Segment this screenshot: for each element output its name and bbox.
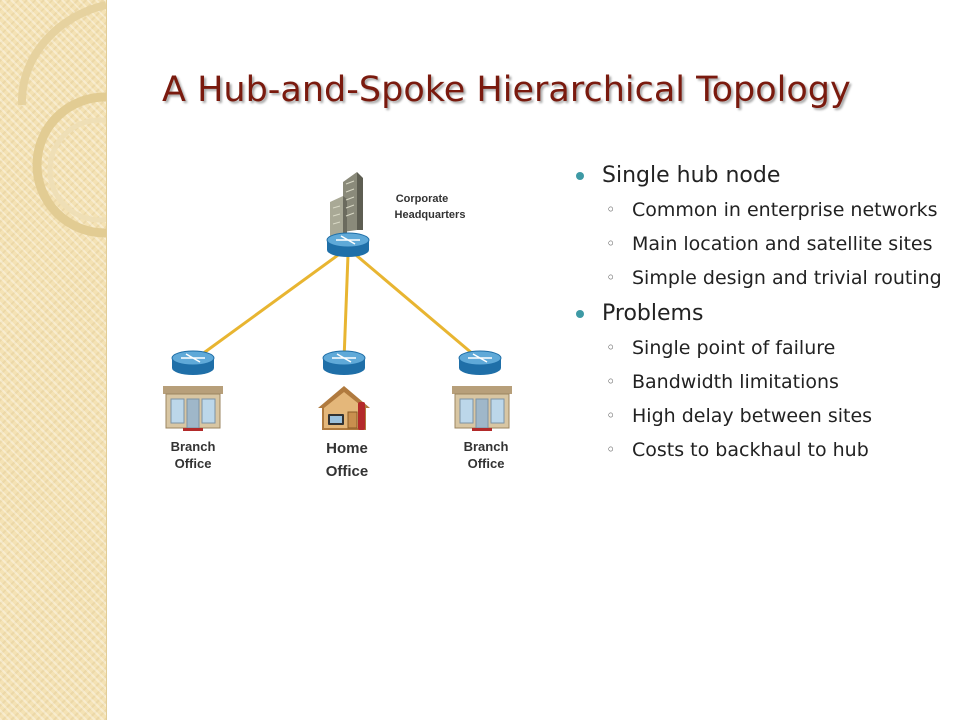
sub-bullet: Costs to backhaul to hub xyxy=(572,438,952,462)
branch-right-storefront-icon xyxy=(452,386,512,431)
hub-label-line1: Corporate xyxy=(396,193,449,205)
home-office-label-line2: Office xyxy=(326,463,369,480)
branch-left-router-icon xyxy=(171,350,215,375)
hub-label-line2: Headquarters xyxy=(395,209,466,221)
sub-bullet: Common in enterprise networks xyxy=(572,198,952,222)
branch-right-router-icon xyxy=(458,350,502,375)
sub-bullet: Main location and satellite sites xyxy=(572,232,952,256)
home-office-label-line1: Home xyxy=(326,440,368,457)
home-router-icon xyxy=(322,350,366,375)
network-links xyxy=(192,248,482,362)
branch-left-label-line2: Office xyxy=(175,456,212,471)
decorative-sidebar xyxy=(0,0,107,720)
office-tower-icon xyxy=(330,172,363,236)
sub-bullet: High delay between sites xyxy=(572,404,952,428)
branch-right-label-line1: Branch xyxy=(464,439,509,454)
sub-bullet: Simple design and trivial routing xyxy=(572,266,952,290)
link-hub-to-branch-right xyxy=(348,248,482,362)
bullet-list: Single hub node Common in enterprise net… xyxy=(572,162,952,472)
sub-bullet: Bandwidth limitations xyxy=(572,370,952,394)
bullet-single-hub: Single hub node xyxy=(572,162,952,190)
link-hub-to-home-office xyxy=(342,253,350,362)
link-hub-to-branch-left xyxy=(192,248,347,362)
bullet-problems: Problems xyxy=(572,300,952,328)
swirl-decoration-icon xyxy=(17,1,106,238)
slide-title: A Hub-and-Spoke Hierarchical Topology xyxy=(162,70,851,110)
sub-bullet: Single point of failure xyxy=(572,336,952,360)
branch-right-label-line2: Office xyxy=(468,456,505,471)
branch-left-label-line1: Branch xyxy=(171,439,216,454)
hub-router-icon xyxy=(326,232,370,257)
house-icon xyxy=(318,386,370,430)
hub-and-spoke-diagram: Corporate Headquarters xyxy=(163,172,512,480)
branch-left-storefront-icon xyxy=(163,386,223,431)
